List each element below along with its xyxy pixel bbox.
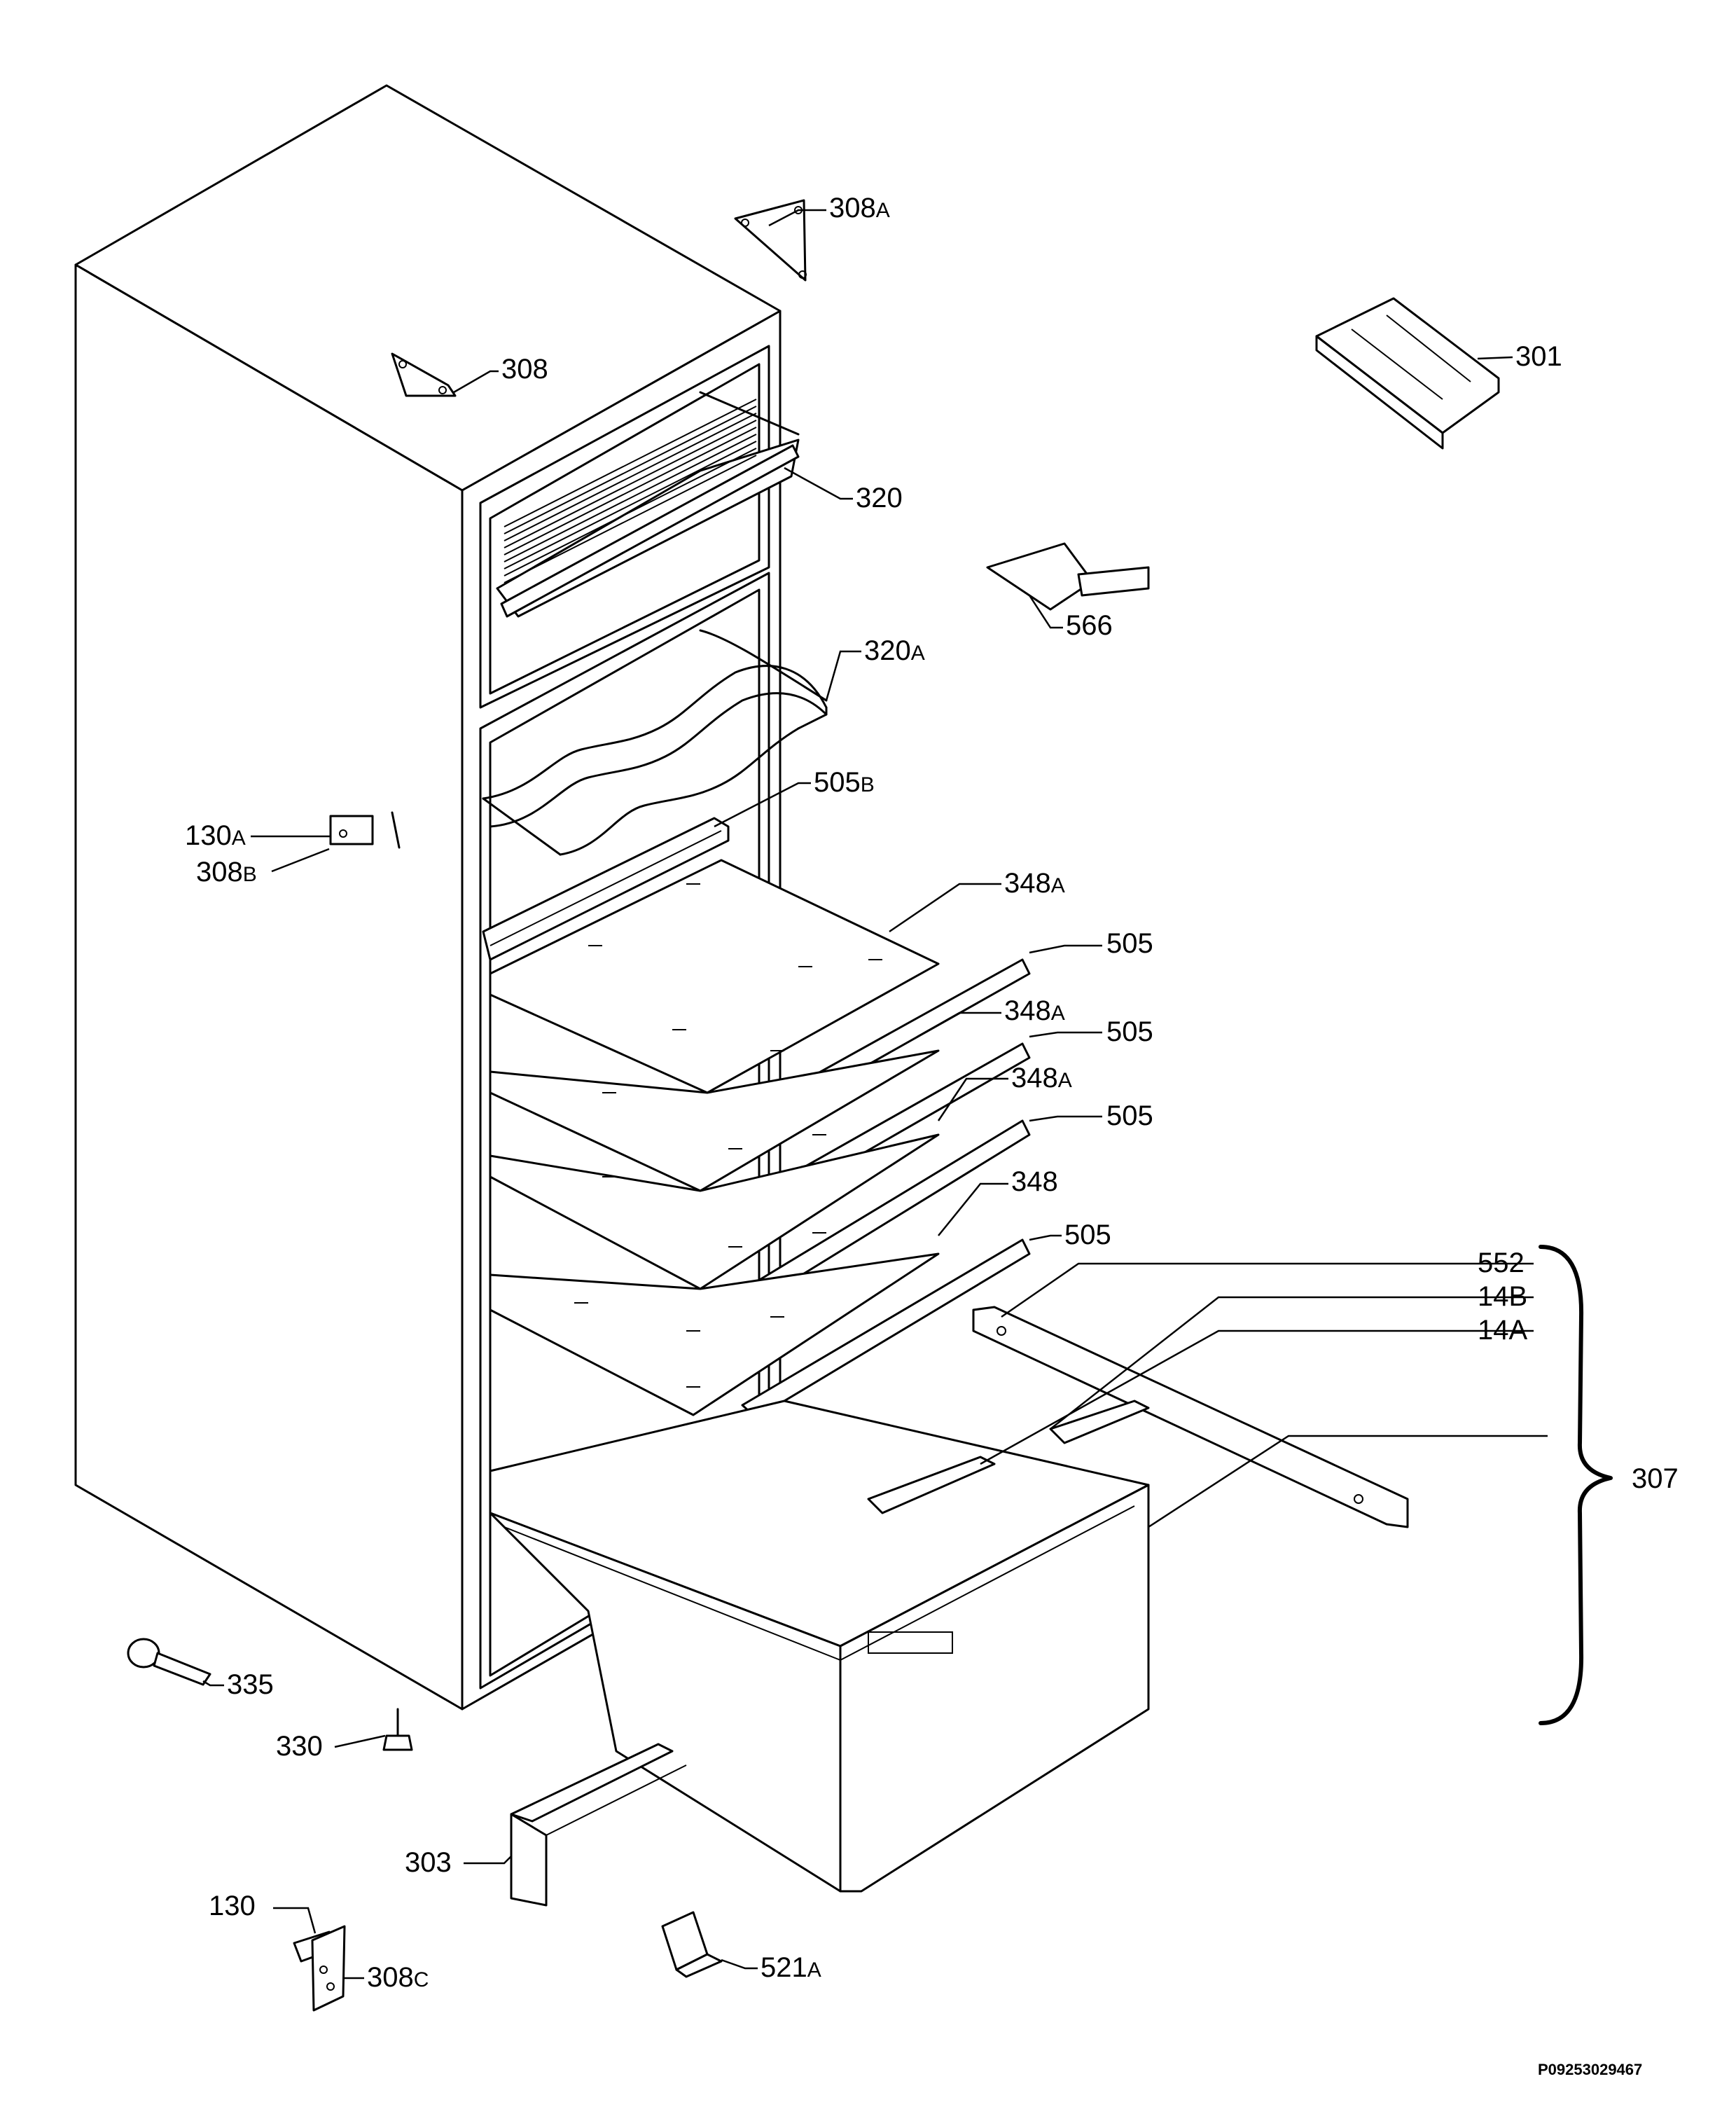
wine-rack-320a: [482, 629, 828, 856]
callout-303: 303: [405, 1847, 452, 1878]
callout-14b: 14B: [1478, 1281, 1527, 1312]
lower-hinge-130: [293, 1925, 346, 2012]
callout-301: 301: [1515, 341, 1562, 372]
glass-shelf-348a-2: [489, 1049, 940, 1192]
callout-308: 308: [501, 354, 548, 385]
callout-130a: 130A: [185, 820, 246, 851]
callout-348a-2: 348A: [1004, 995, 1065, 1026]
callout-308c: 308C: [367, 1962, 429, 1993]
callout-14a: 14A: [1478, 1315, 1527, 1346]
callout-130: 130: [209, 1891, 256, 1921]
callout-505-2: 505: [1106, 1016, 1153, 1047]
callout-505-3: 505: [1106, 1100, 1153, 1131]
hinge-cover-308a: [734, 199, 807, 282]
hinge-cover-308: [391, 352, 457, 397]
callout-505b: 505B: [814, 767, 875, 798]
callout-521a: 521A: [761, 1952, 821, 1983]
adjustable-foot-330: [382, 1708, 413, 1751]
support-14b: [1049, 1400, 1150, 1444]
ice-scoop-566: [986, 542, 1150, 611]
bottom-cover-303: [510, 1743, 687, 1907]
upper-hinge-130a: [329, 811, 401, 849]
callout-308b: 308B: [196, 857, 257, 887]
foot-bracket-335: [127, 1638, 211, 1686]
callout-505-1: 505: [1106, 928, 1153, 959]
bracket-521a: [661, 1911, 723, 1978]
callout-335: 335: [227, 1669, 274, 1700]
document-code: P09253029467: [1538, 2061, 1642, 2078]
callout-348a-3: 348A: [1011, 1063, 1072, 1093]
crisper-drawer: [489, 1400, 1150, 1893]
freezer-shelf-320: [496, 391, 800, 618]
ice-tray-301: [1315, 297, 1500, 450]
callout-348a-1: 348A: [1004, 868, 1065, 899]
glass-shelf-348a-1: [489, 859, 940, 1094]
support-14a: [867, 1456, 996, 1514]
leader-lines: [202, 209, 1548, 1980]
callout-308a: 308A: [829, 193, 890, 223]
glass-shelf-348: [489, 1252, 940, 1416]
glass-shelf-348a-3: [489, 1133, 940, 1290]
callout-320a: 320A: [864, 635, 925, 666]
callout-552: 552: [1478, 1248, 1525, 1278]
callout-330: 330: [276, 1731, 323, 1762]
callout-320: 320: [856, 483, 903, 513]
callout-348: 348: [1011, 1166, 1058, 1197]
group-brace-307: [1539, 1245, 1613, 1725]
shelf-rail-505b: [482, 817, 730, 961]
crisper-rail-552: [972, 1306, 1409, 1528]
callout-307: 307: [1632, 1463, 1679, 1494]
callout-505-4: 505: [1064, 1220, 1111, 1250]
callout-566: 566: [1066, 610, 1113, 641]
